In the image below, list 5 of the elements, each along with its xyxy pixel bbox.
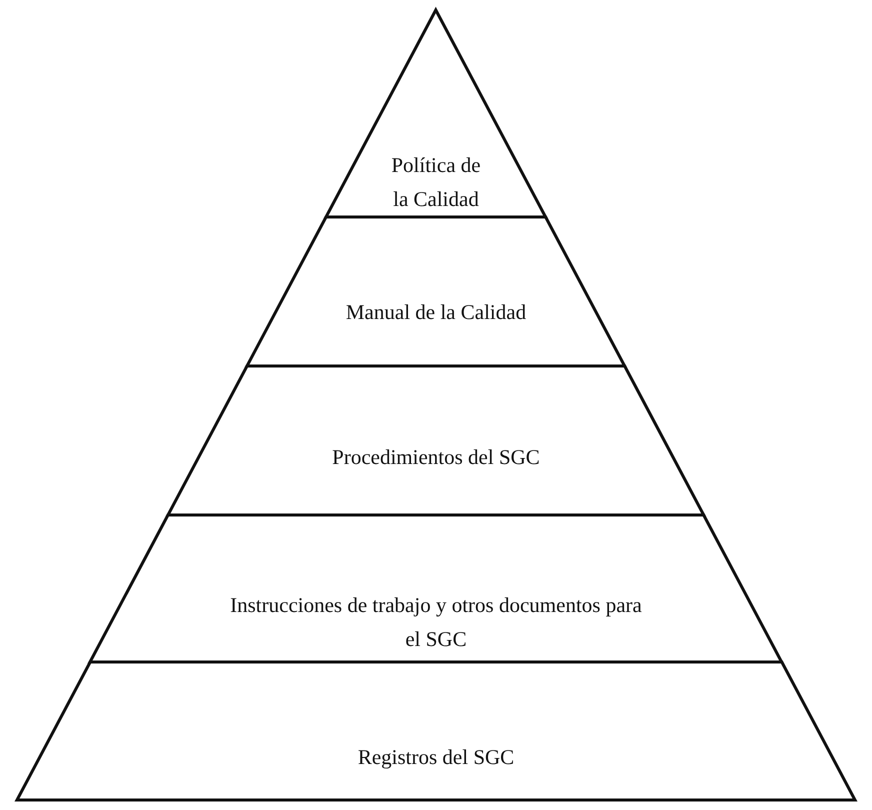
tier-label: Instrucciones de trabajo y otros documentos para el SGC	[229, 592, 643, 653]
tier-label: Manual de la Calidad	[344, 299, 528, 326]
tier-label: Registros del SGC	[356, 744, 516, 771]
tier-label: Política de la Calidad	[390, 152, 481, 213]
tier-label: Procedimientos del SGC	[331, 444, 541, 471]
